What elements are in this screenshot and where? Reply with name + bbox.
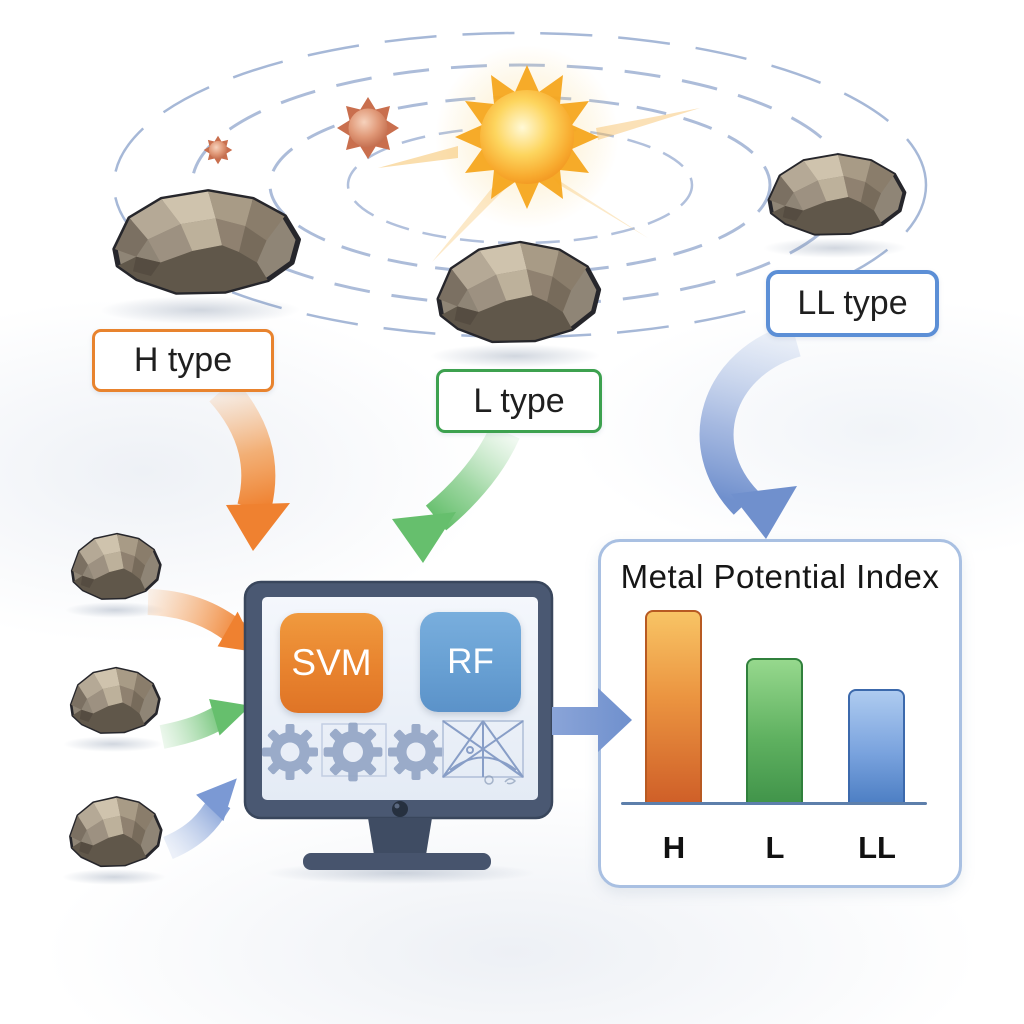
flow-diagram-icon xyxy=(442,720,524,778)
chart-title: Metal Potential Index xyxy=(620,558,940,595)
camera-dot-icon xyxy=(392,801,408,817)
label-ll-type: LL type xyxy=(766,270,939,337)
metal-potential-index-panel: Metal Potential Index H L LL xyxy=(598,539,962,888)
rf-label: RF xyxy=(447,642,494,681)
bar-label-l: L xyxy=(765,830,785,865)
bar-ll xyxy=(848,689,905,805)
monitor-stand xyxy=(368,818,432,855)
arrow-l-to-model xyxy=(392,425,520,563)
chart-axis xyxy=(621,802,927,805)
minor-body-icon xyxy=(337,97,399,159)
label-ll-text: LL type xyxy=(797,284,908,322)
bar-l xyxy=(746,658,803,805)
asteroid-h-icon xyxy=(115,192,298,293)
sample-rock-3-icon xyxy=(68,796,163,868)
arrow-sample3-input xyxy=(163,778,237,860)
monitor-base xyxy=(303,853,491,870)
arrow-h-to-model xyxy=(209,378,290,551)
label-h-text: H type xyxy=(133,341,233,379)
asteroid-ll-icon xyxy=(767,153,907,236)
bar-label-h: H xyxy=(662,830,686,865)
sun-icon xyxy=(378,45,700,262)
sample-rock-2-icon xyxy=(69,666,161,734)
svm-label: SVM xyxy=(291,642,372,683)
minor-body-small-icon xyxy=(203,135,233,165)
screen-scribbles xyxy=(484,775,517,785)
asteroid-l-icon xyxy=(439,243,599,341)
label-l-text: L type xyxy=(473,381,565,420)
model-chip-svm: SVM xyxy=(280,613,383,713)
arrow-ll-to-chart xyxy=(699,323,802,539)
gear-icons xyxy=(262,722,444,782)
label-h-type: H type xyxy=(92,329,274,392)
sample-rock-1-icon xyxy=(70,532,162,600)
bar-h xyxy=(645,610,702,805)
label-l-type: L type xyxy=(436,369,602,433)
model-chip-rf: RF xyxy=(420,612,521,712)
arrow-sample2-input xyxy=(159,698,251,749)
bar-label-ll: LL xyxy=(858,830,896,865)
